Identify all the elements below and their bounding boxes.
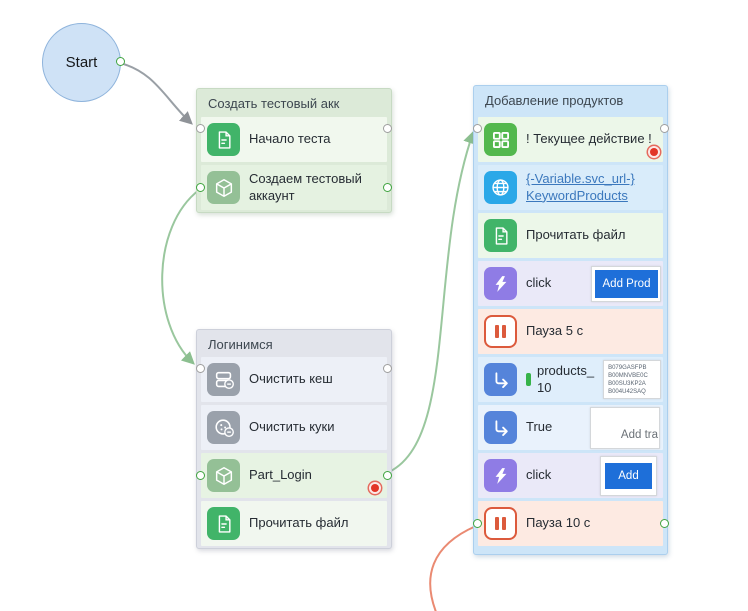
port-pause10-in[interactable] xyxy=(472,518,482,528)
variable-indicator xyxy=(526,373,531,386)
preview-text: Add tra xyxy=(620,428,658,441)
action-clear-cache[interactable]: Очистить кеш xyxy=(201,357,387,402)
port-start-out[interactable] xyxy=(115,56,125,66)
element-preview: Add Prod xyxy=(591,265,661,302)
action-label: click xyxy=(526,467,552,483)
code-line: B079GASFPB xyxy=(608,365,647,371)
cube-icon xyxy=(207,459,240,492)
group-title: Создать тестовый акк xyxy=(208,96,340,111)
action-products-list[interactable]: products_ 10 B079GASFPB B00MNVBE0C B00SU… xyxy=(478,357,663,402)
port-clear-cache-out[interactable] xyxy=(382,363,392,373)
port-part-login-out[interactable] xyxy=(382,470,392,480)
url-line1: {-Variable.svc_url-} xyxy=(526,171,635,187)
action-pause-10s[interactable]: Пауза 10 с xyxy=(478,501,663,546)
action-read-file[interactable]: Прочитать файл xyxy=(201,501,387,546)
action-label: Part_Login xyxy=(249,467,312,483)
database-clear-icon xyxy=(207,363,240,396)
group-create-test-account[interactable]: Создать тестовый акк Начало теста Создае… xyxy=(196,88,392,213)
group-title: Добавление продуктов xyxy=(485,93,624,108)
codes-preview: B079GASFPB B00MNVBE0C B00SU3KP2A B004U42… xyxy=(603,360,662,399)
action-label: Прочитать файл xyxy=(526,227,626,243)
grid-icon xyxy=(484,123,517,156)
port-create-account-out[interactable] xyxy=(382,182,392,192)
action-label: Создаем тестовый аккаунт xyxy=(249,171,362,203)
group-login[interactable]: Логинимся Очистить кеш Очистить куки Par… xyxy=(196,329,392,549)
document-icon xyxy=(484,219,517,252)
start-label: Start xyxy=(65,54,98,71)
port-create-account-in[interactable] xyxy=(195,182,205,192)
add-product-button-preview: Add Prod xyxy=(595,269,658,298)
action-clear-cookies[interactable]: Очистить куки xyxy=(201,405,387,450)
breakpoint-part-login[interactable] xyxy=(371,484,379,492)
lightning-icon xyxy=(484,267,517,300)
branch-arrow-icon xyxy=(484,363,517,396)
wire-create-to-login[interactable] xyxy=(161,189,200,365)
action-pause-5s[interactable]: Пауза 5 с xyxy=(478,309,663,354)
action-nachalo-testa[interactable]: Начало теста xyxy=(201,117,387,162)
lightning-icon xyxy=(484,459,517,492)
element-preview: Add xyxy=(600,455,657,496)
port-pause10-out[interactable] xyxy=(659,518,669,528)
action-read-file-2[interactable]: Прочитать файл xyxy=(478,213,663,258)
url-line2: KeywordProducts xyxy=(526,187,628,203)
pause-icon xyxy=(484,315,517,348)
action-click-add[interactable]: click Add xyxy=(478,453,663,498)
port-nachalo-testa-in[interactable] xyxy=(195,123,205,133)
action-click-add-product[interactable]: click Add Prod xyxy=(478,261,663,306)
port-clear-cache-in[interactable] xyxy=(195,363,205,373)
action-label: click xyxy=(526,275,552,291)
wire-products-out[interactable] xyxy=(429,525,477,611)
url-link[interactable]: {-Variable.svc_url-}KeywordProducts xyxy=(526,171,635,204)
document-icon xyxy=(207,123,240,156)
action-label: Очистить куки xyxy=(249,419,335,435)
cookies-clear-icon xyxy=(207,411,240,444)
action-label: ! Текущее действие ! xyxy=(526,131,652,147)
wire-start-to-create[interactable] xyxy=(119,62,193,125)
globe-icon xyxy=(484,171,517,204)
port-nachalo-testa-out[interactable] xyxy=(382,123,392,133)
port-part-login-in[interactable] xyxy=(195,470,205,480)
add-button-preview: Add xyxy=(605,462,652,489)
action-true-branch[interactable]: True Add tra xyxy=(478,405,663,450)
pause-icon xyxy=(484,507,517,540)
action-label: products_ 10 xyxy=(537,363,595,395)
action-label: Пауза 5 с xyxy=(526,323,584,339)
action-label: Пауза 10 с xyxy=(526,515,591,531)
action-part-login[interactable]: Part_Login xyxy=(201,453,387,498)
code-line: B00MNVBE0C xyxy=(608,373,648,379)
port-current-action-in[interactable] xyxy=(472,123,482,133)
code-line: B00SU3KP2A xyxy=(608,381,646,387)
breakpoint-current-action[interactable] xyxy=(650,148,658,156)
group-title: Логинимся xyxy=(208,337,273,352)
action-http-request[interactable]: {-Variable.svc_url-}KeywordProducts xyxy=(478,165,663,210)
action-label: True xyxy=(526,419,553,435)
branch-arrow-icon xyxy=(484,411,517,444)
action-current-action[interactable]: ! Текущее действие ! xyxy=(478,117,663,162)
start-node[interactable]: Start xyxy=(42,23,121,102)
action-label: Очистить кеш xyxy=(249,371,333,387)
group-add-products[interactable]: Добавление продуктов ! Текущее действие … xyxy=(473,85,668,555)
port-current-action-out[interactable] xyxy=(659,123,669,133)
action-create-test-account[interactable]: Создаем тестовый аккаунт xyxy=(201,165,387,210)
action-label: Начало теста xyxy=(249,131,331,147)
element-preview: Add tra xyxy=(590,406,660,449)
action-label: Прочитать файл xyxy=(249,515,349,531)
code-line: B004U42SAQ xyxy=(608,389,646,395)
document-icon xyxy=(207,507,240,540)
cube-icon xyxy=(207,171,240,204)
wire-login-to-products[interactable] xyxy=(388,130,476,473)
